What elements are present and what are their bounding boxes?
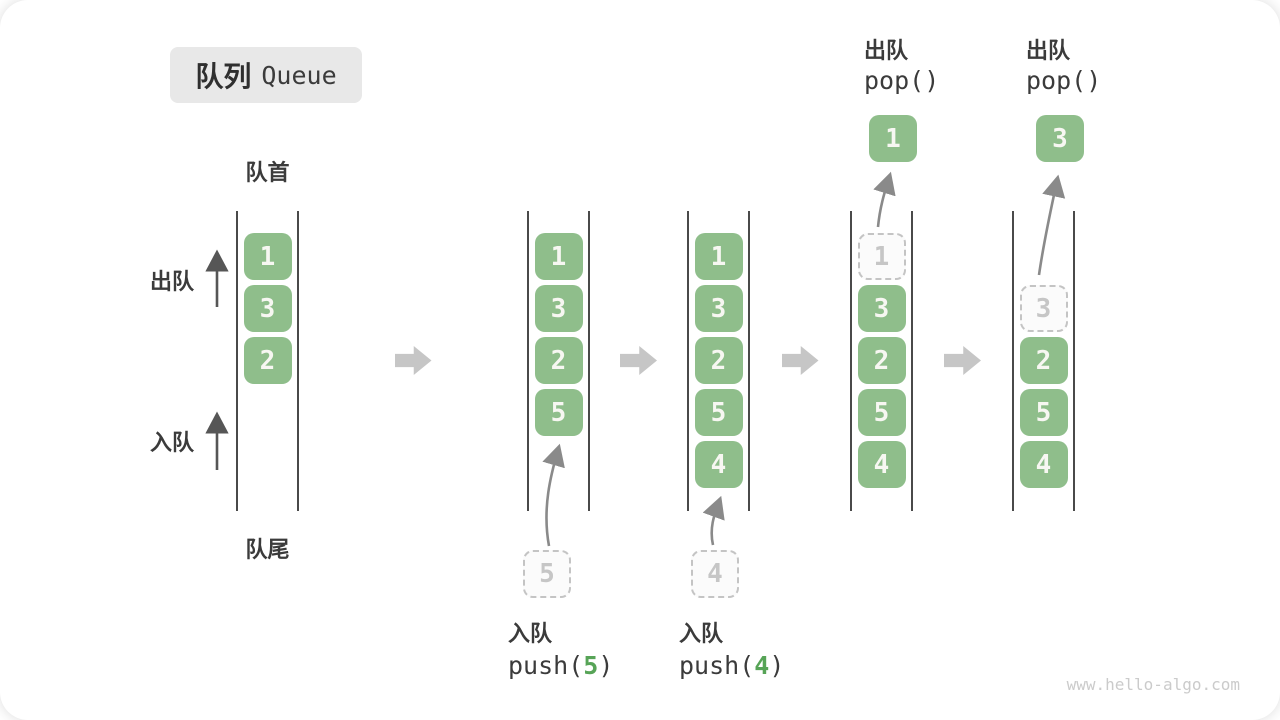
state-transition-arrow <box>944 346 981 375</box>
queue-box: 1 <box>243 233 292 280</box>
state-transition-arrow <box>394 346 432 375</box>
queue-wall <box>236 211 238 511</box>
queue-box: 2 <box>243 337 292 384</box>
queue-box: 5 <box>1019 389 1068 436</box>
push-4-arrow <box>702 495 725 546</box>
queue-box: 1 <box>857 233 906 280</box>
state-transition-arrow <box>620 346 657 375</box>
enqueue-side-label: 入队 <box>149 430 194 455</box>
push-arg: 4 <box>754 651 770 680</box>
pop-op-code: pop() <box>1026 66 1102 95</box>
title-en: Queue <box>261 60 337 90</box>
queue-box: 2 <box>857 337 906 384</box>
staged-value-box: 4 <box>691 550 739 598</box>
pop-1-arrow <box>873 171 896 228</box>
watermark: www.hello-algo.com <box>1066 675 1240 694</box>
popped-value-box: 1 <box>869 115 917 162</box>
queue-wall <box>527 211 529 511</box>
push-op-label: 入队 <box>679 621 724 646</box>
popped-value-box: 3 <box>1036 115 1084 162</box>
queue-box: 5 <box>694 389 743 436</box>
push-5-arrow <box>542 443 565 547</box>
dequeue-side-label: 出队 <box>149 269 194 294</box>
push-op-label: 入队 <box>508 621 553 646</box>
queue-box: 4 <box>857 441 906 488</box>
queue-wall <box>687 211 689 511</box>
queue-wall <box>297 211 299 511</box>
queue-box: 5 <box>534 389 583 436</box>
push-op-code: push(4) <box>679 651 785 680</box>
title-badge: 队列 Queue <box>170 47 362 103</box>
pop-op-label: 出队 <box>1026 38 1071 63</box>
queue-box: 3 <box>1019 285 1068 332</box>
queue-box: 3 <box>243 285 292 332</box>
push-op-code: push(5) <box>508 651 614 680</box>
queue-rear-label: 队尾 <box>245 537 290 562</box>
queue-box: 1 <box>694 233 743 280</box>
queue-box: 4 <box>694 441 743 488</box>
queue-wall <box>748 211 750 511</box>
title-zh: 队列 <box>195 61 252 92</box>
pop-op-label: 出队 <box>864 38 909 63</box>
push-arg: 5 <box>583 651 599 680</box>
queue-box: 4 <box>1019 441 1068 488</box>
queue-wall <box>911 211 913 511</box>
queue-box: 3 <box>694 285 743 332</box>
queue-box: 2 <box>534 337 583 384</box>
state-transition-arrow <box>781 346 819 375</box>
queue-box: 3 <box>857 285 906 332</box>
queue-wall <box>1012 211 1014 511</box>
staged-value-box: 5 <box>523 550 571 598</box>
queue-box: 1 <box>534 233 583 280</box>
queue-wall <box>1073 211 1075 511</box>
queue-wall <box>850 211 852 511</box>
queue-box: 2 <box>694 337 743 384</box>
pop-3-arrow <box>1037 174 1066 276</box>
queue-front-label: 队首 <box>245 160 290 185</box>
queue-box: 3 <box>534 285 583 332</box>
pop-op-code: pop() <box>864 66 940 95</box>
queue-box: 2 <box>1019 337 1068 384</box>
queue-wall <box>588 211 590 511</box>
queue-box: 5 <box>857 389 906 436</box>
